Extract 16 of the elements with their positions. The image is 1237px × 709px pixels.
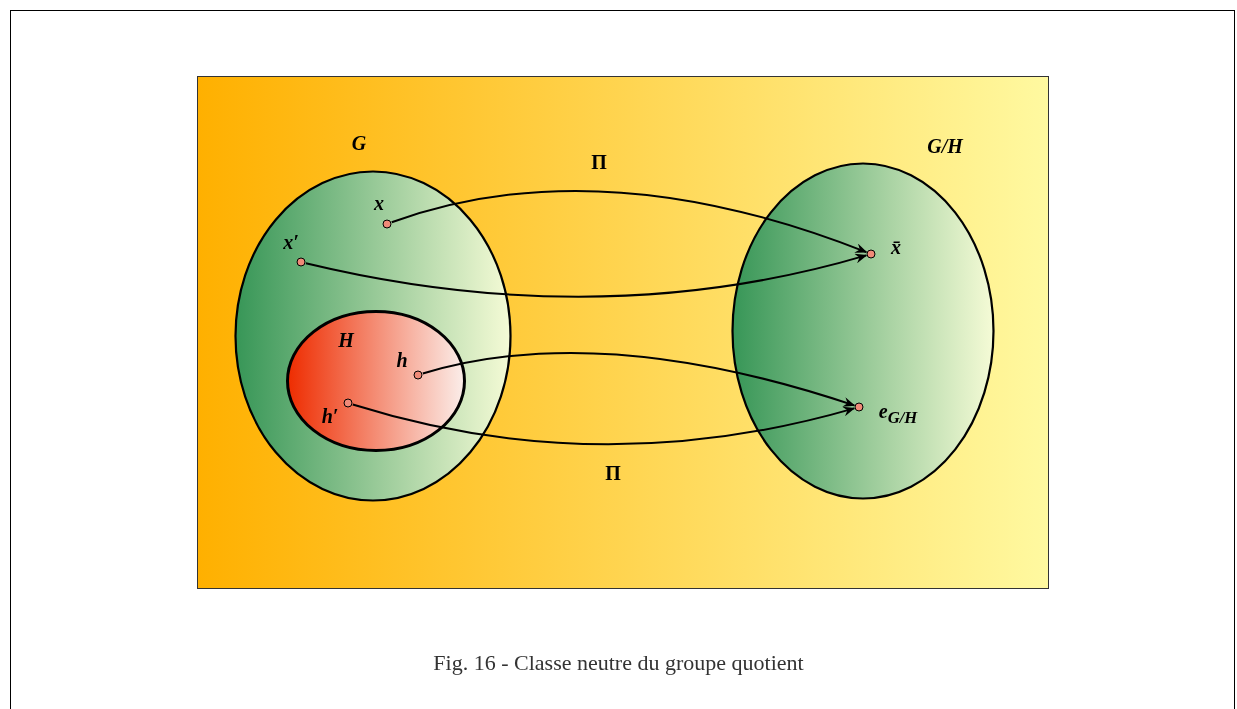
edge-label: Π — [605, 463, 621, 483]
arrow — [304, 253, 868, 298]
arrow — [351, 403, 856, 446]
set-label: G — [351, 133, 367, 153]
set-label: H — [338, 330, 354, 350]
element-label: x′ — [283, 232, 299, 252]
element-label: h — [396, 350, 408, 370]
element-label: x̄ — [891, 237, 901, 257]
element-label: x — [374, 193, 384, 213]
arrow — [421, 352, 856, 407]
element-label: e$_{G/H}$ — [878, 401, 918, 427]
edge-label: Π — [591, 152, 607, 172]
element-label: h′ — [321, 406, 339, 426]
arrow — [390, 189, 868, 254]
set-label: G/H — [927, 136, 963, 156]
caption: Fig. 16 - Classe neutre du groupe quotient — [433, 650, 804, 675]
